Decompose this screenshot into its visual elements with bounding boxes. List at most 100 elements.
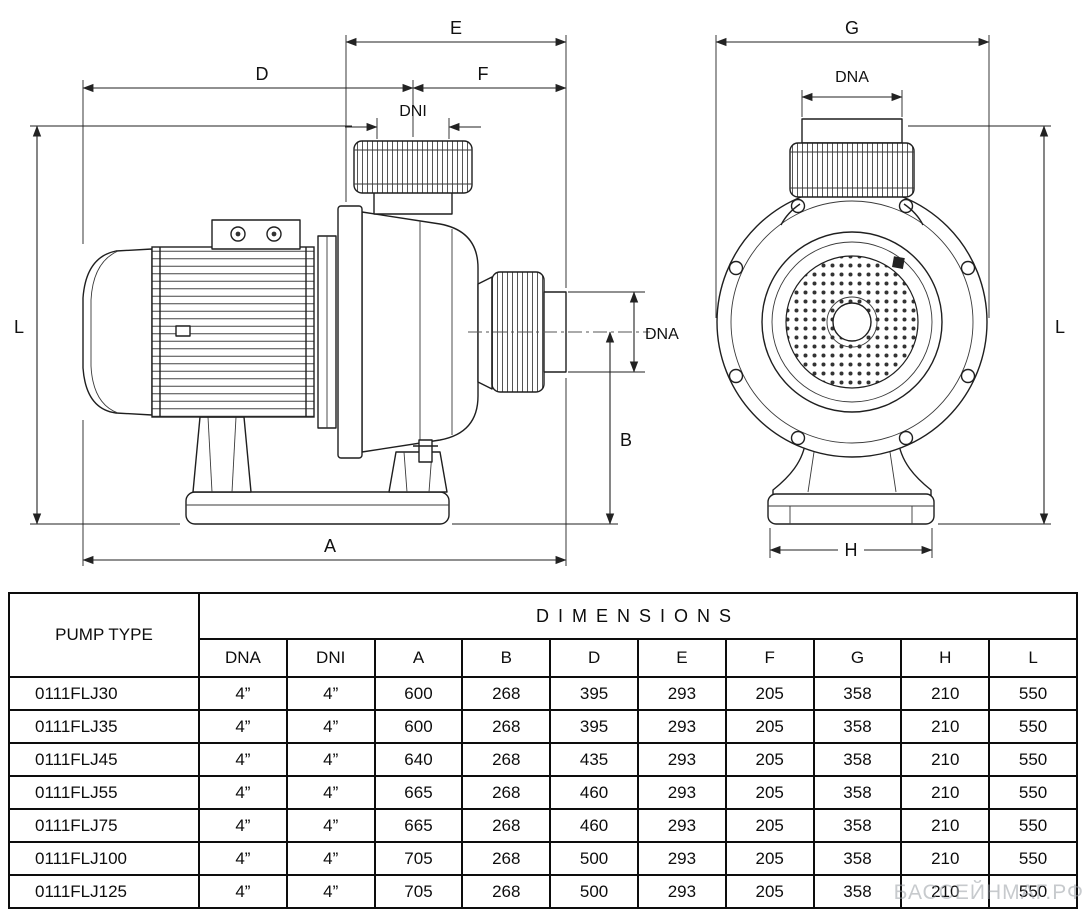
- dim-label-g: G: [845, 18, 859, 38]
- dimensions-table: PUMP TYPE DIMENSIONS DNA DNI A B D E F G…: [8, 592, 1078, 909]
- value-cell: 460: [549, 808, 639, 843]
- discharge-port-side: [468, 271, 650, 393]
- dim-label-h: H: [845, 540, 858, 560]
- value-cell: 500: [549, 841, 639, 876]
- value-cell: 705: [373, 841, 464, 876]
- value-cell: 640: [373, 742, 464, 777]
- pump-type-cell: 0111FLJ45: [8, 742, 200, 777]
- base-plate-front: [767, 493, 935, 525]
- value-cell: 210: [900, 676, 991, 711]
- front-view: G DNA L H: [715, 18, 1065, 560]
- value-cell: 358: [812, 742, 903, 777]
- pump-type-cell: 0111FLJ35: [8, 709, 200, 744]
- value-cell: 268: [461, 808, 552, 843]
- dimensions-table-section: PUMP TYPE DIMENSIONS DNA DNI A B D E F G…: [0, 592, 1086, 909]
- side-view: E D F DNI L DNA B: [14, 18, 679, 566]
- pump-technical-drawing: E D F DNI L DNA B: [14, 18, 1065, 566]
- dim-label-b: B: [620, 430, 632, 450]
- suction-port-front: [789, 118, 915, 198]
- value-cell: 205: [724, 874, 815, 909]
- dim-label-l-side: L: [14, 317, 24, 337]
- column-header-d: D: [549, 638, 639, 678]
- value-cell: 293: [636, 841, 727, 876]
- value-cell: 4”: [198, 841, 288, 876]
- table-header-row-columns: DNA DNI A B D E F G H L: [9, 638, 1078, 678]
- value-cell: 460: [549, 775, 639, 810]
- value-cell: 4”: [285, 676, 376, 711]
- value-cell: 4”: [198, 775, 288, 810]
- pump-type-cell: 0111FLJ55: [8, 775, 200, 810]
- value-cell: 293: [636, 775, 727, 810]
- value-cell: 435: [549, 742, 639, 777]
- table-row: 0111FLJ45 4” 4” 640 268 435 293 205 358 …: [8, 742, 1078, 777]
- value-cell: 205: [724, 808, 815, 843]
- column-header-dna: DNA: [198, 638, 288, 678]
- value-cell: 268: [461, 874, 552, 909]
- key-notch: [892, 256, 905, 269]
- value-cell: 210: [900, 808, 991, 843]
- value-cell: 4”: [198, 874, 288, 909]
- dim-label-dna-front: DNA: [835, 69, 869, 86]
- table-row: 0111FLJ55 4” 4” 665 268 460 293 205 358 …: [8, 775, 1078, 810]
- dim-label-a: A: [324, 536, 336, 556]
- table-row: 0111FLJ75 4” 4” 665 268 460 293 205 358 …: [8, 808, 1078, 843]
- value-cell: 4”: [285, 709, 376, 744]
- table-row: 0111FLJ100 4” 4” 705 268 500 293 205 358…: [8, 841, 1078, 876]
- value-cell: 268: [461, 775, 552, 810]
- dim-label-d: D: [256, 64, 269, 84]
- value-cell: 358: [812, 676, 903, 711]
- table-row: 0111FLJ30 4” 4” 600 268 395 293 205 358 …: [8, 676, 1078, 711]
- value-cell: 4”: [285, 742, 376, 777]
- value-cell: 395: [549, 709, 639, 744]
- value-cell: 210: [900, 775, 991, 810]
- value-cell: 205: [724, 709, 815, 744]
- dim-label-e: E: [450, 18, 462, 38]
- table-row: 0111FLJ35 4” 4” 600 268 395 293 205 358 …: [8, 709, 1078, 744]
- value-cell: 293: [636, 808, 727, 843]
- value-cell: 550: [988, 742, 1078, 777]
- pump-type-cell: 0111FLJ75: [8, 808, 200, 843]
- value-cell: 358: [812, 775, 903, 810]
- value-cell: 4”: [198, 742, 288, 777]
- value-cell: 210: [900, 874, 991, 909]
- value-cell: 550: [988, 775, 1078, 810]
- value-cell: 268: [461, 841, 552, 876]
- dim-label-dna-side: DNA: [645, 326, 679, 343]
- cover-bolts: [728, 198, 976, 446]
- value-cell: 268: [461, 709, 552, 744]
- value-cell: 395: [549, 676, 639, 711]
- impeller-eye: [832, 302, 872, 342]
- value-cell: 293: [636, 874, 727, 909]
- value-cell: 4”: [285, 808, 376, 843]
- value-cell: 268: [461, 742, 552, 777]
- pump-type-cell: 0111FLJ30: [8, 676, 200, 711]
- column-header-g: G: [812, 638, 903, 678]
- column-header-e: E: [636, 638, 727, 678]
- value-cell: 293: [636, 742, 727, 777]
- table-row: 0111FLJ125 4” 4” 705 268 500 293 205 358…: [8, 874, 1078, 909]
- column-header-f: F: [724, 638, 815, 678]
- value-cell: 600: [373, 676, 464, 711]
- column-header-h: H: [900, 638, 991, 678]
- terminal-box-bolts: [230, 226, 282, 242]
- value-cell: 665: [373, 775, 464, 810]
- dimension-lines-front: G DNA L H: [715, 18, 1065, 560]
- pump-casing-side: [317, 205, 479, 463]
- value-cell: 550: [988, 874, 1078, 909]
- value-cell: 550: [988, 709, 1078, 744]
- column-header-a: A: [373, 638, 464, 678]
- value-cell: 293: [636, 676, 727, 711]
- value-cell: 550: [988, 808, 1078, 843]
- value-cell: 293: [636, 709, 727, 744]
- dim-label-dni: DNI: [399, 103, 427, 120]
- pump-face-front: [716, 186, 988, 458]
- value-cell: 210: [900, 841, 991, 876]
- value-cell: 600: [373, 709, 464, 744]
- value-cell: 210: [900, 742, 991, 777]
- value-cell: 4”: [285, 775, 376, 810]
- pump-type-header: PUMP TYPE: [8, 592, 200, 678]
- dimension-lines-side: E D F DNI L DNA B: [14, 18, 679, 566]
- pump-type-cell: 0111FLJ125: [8, 874, 200, 909]
- pump-dimension-diagram: E D F DNI L DNA B: [14, 18, 1065, 566]
